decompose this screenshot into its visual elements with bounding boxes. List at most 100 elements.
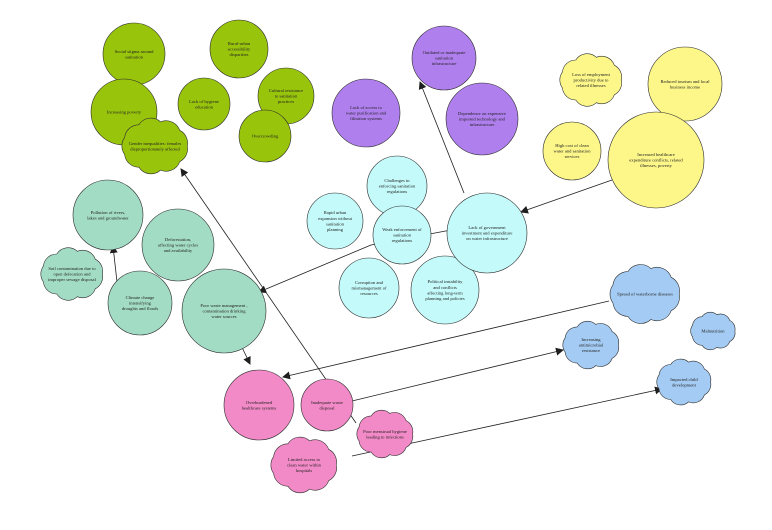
node-circle bbox=[238, 109, 292, 163]
node-circle bbox=[72, 179, 144, 251]
node-cloud bbox=[121, 117, 188, 175]
node-cloud bbox=[40, 247, 103, 301]
node-circle bbox=[181, 268, 267, 354]
arrow-edge bbox=[351, 347, 564, 402]
node-circle bbox=[331, 78, 401, 148]
node-circle bbox=[300, 378, 354, 432]
node-overcrowding: Overcrowding bbox=[238, 109, 292, 163]
arrow-edge bbox=[418, 81, 465, 194]
node-cloud bbox=[356, 409, 414, 459]
node-circle bbox=[411, 25, 477, 91]
node-label: Poor waste management ,contamination dri… bbox=[200, 303, 247, 319]
node-circle bbox=[338, 257, 400, 319]
node-circle bbox=[209, 19, 269, 79]
node-circle bbox=[607, 111, 705, 209]
node-label: Pollution of rivers,lakes and groundwate… bbox=[87, 210, 129, 221]
node-circle bbox=[223, 369, 295, 441]
node-cloud bbox=[609, 264, 680, 324]
node-cloud bbox=[690, 311, 736, 351]
node-circle bbox=[410, 255, 480, 325]
node-poor-waste: Poor waste management ,contamination dri… bbox=[181, 268, 267, 354]
node-cloud bbox=[562, 320, 620, 370]
node-circle bbox=[107, 270, 173, 336]
node-malnutrition: Malnutrition bbox=[690, 311, 736, 351]
node-circle bbox=[141, 208, 215, 282]
node-circle bbox=[177, 77, 231, 131]
arrow-edge bbox=[109, 245, 118, 283]
node-circle bbox=[445, 82, 519, 156]
node-pollution-rivers: Pollution of rivers,lakes and groundwate… bbox=[72, 179, 144, 251]
node-label: Overcrowding bbox=[252, 134, 279, 139]
node-circle bbox=[306, 192, 364, 250]
node-circle bbox=[372, 205, 432, 265]
node-cloud bbox=[270, 436, 337, 494]
node-label: Malnutrition bbox=[701, 329, 725, 334]
node-cloud bbox=[559, 53, 622, 107]
arrow-edge bbox=[520, 179, 613, 214]
node-label: Spread of waterborne diseases bbox=[617, 292, 673, 297]
node-label: Increasing poverty bbox=[107, 110, 142, 115]
node-cloud bbox=[656, 358, 712, 406]
node-circle bbox=[446, 192, 528, 274]
node-spread-waterborne: Spread of waterborne diseases bbox=[609, 264, 680, 324]
node-circle bbox=[647, 46, 723, 122]
node-circle bbox=[542, 121, 602, 181]
arrow-edge bbox=[282, 300, 610, 380]
